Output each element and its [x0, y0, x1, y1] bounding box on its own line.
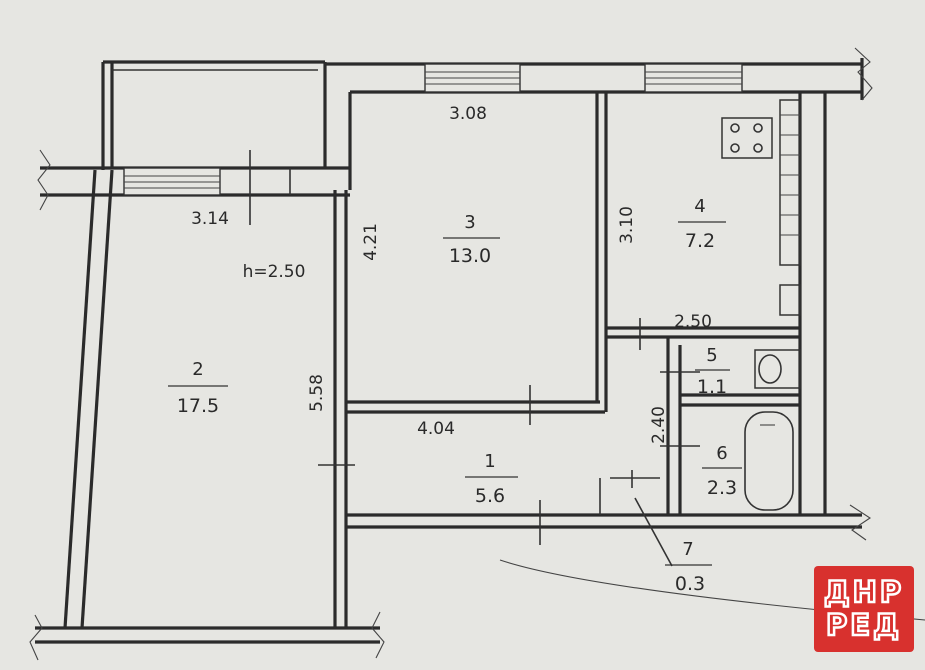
room-5-area: 1.1 [697, 376, 727, 398]
window-room3 [424, 63, 521, 93]
room-3-area: 13.0 [449, 245, 491, 267]
dim-kitchen-wall: 2.50 [674, 312, 712, 332]
watermark-logo: ДНР РЕД [814, 566, 914, 652]
watermark-line2: РЕД [825, 607, 902, 643]
room-2-area: 17.5 [177, 395, 219, 417]
dim-room2-depth: 5.58 [307, 374, 327, 412]
kitchen-counter [779, 99, 801, 316]
room-6-number: 6 [716, 443, 727, 464]
toilet [754, 349, 801, 389]
hall-walls [346, 470, 872, 567]
stove [721, 117, 773, 159]
dim-bath-length: 2.40 [649, 406, 669, 444]
bathtub [744, 411, 794, 511]
room-5-number: 5 [706, 345, 717, 366]
room2-walls [29, 169, 385, 661]
watermark-line1: ДНР [823, 574, 905, 610]
room2-top-wall [37, 149, 350, 225]
dim-room3-depth: 4.21 [361, 223, 381, 261]
window-room4 [644, 63, 743, 93]
room-7-number: 7 [682, 539, 693, 560]
dim-room4-depth: 3.10 [617, 206, 637, 244]
room3-walls [346, 92, 608, 425]
room-2-number: 2 [192, 359, 203, 380]
dim-hall-length: 4.04 [417, 419, 455, 439]
dim-room2-width: 3.14 [191, 209, 229, 229]
ceiling-height: h=2.50 [243, 262, 306, 282]
balcony [101, 60, 327, 170]
dim-room3-width: 3.08 [449, 104, 487, 124]
room-7-area: 0.3 [675, 573, 705, 595]
room-4-number: 4 [694, 196, 705, 217]
room-6-area: 2.3 [707, 477, 737, 499]
room-3-number: 3 [464, 212, 475, 233]
room-4-area: 7.2 [685, 230, 715, 252]
room-1-number: 1 [484, 451, 495, 472]
room-1-area: 5.6 [475, 485, 505, 507]
